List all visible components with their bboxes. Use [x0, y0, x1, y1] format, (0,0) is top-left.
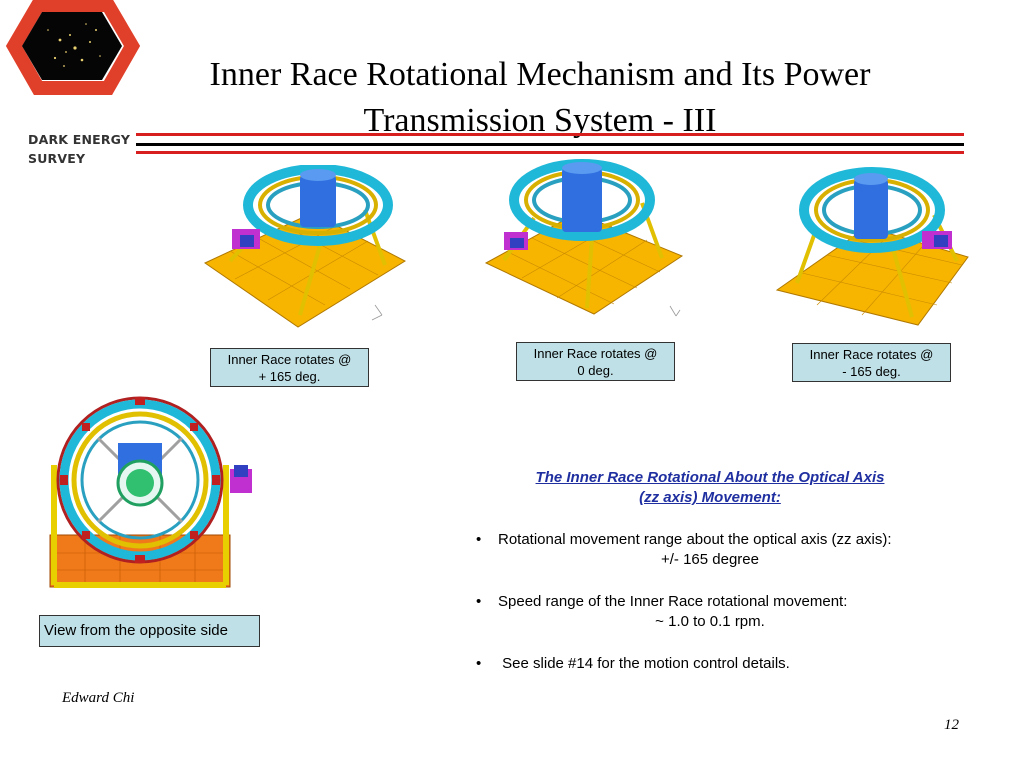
page-number: 12: [944, 717, 959, 733]
opposite-view-label: View from the opposite side: [39, 615, 260, 647]
caption-minus165: Inner Race rotates @- 165 deg.: [792, 343, 951, 382]
slide-title: Inner Race Rotational Mechanism and Its …: [209, 56, 871, 139]
caption-zero: Inner Race rotates @0 deg.: [516, 342, 675, 381]
bullet-item: • Speed range of the Inner Race rotation…: [476, 593, 848, 630]
footer-author: Edward Chi: [62, 690, 135, 706]
section-heading: The Inner Race Rotational About the Opti…: [535, 469, 885, 506]
bullet-item: • Rotational movement range about the op…: [476, 531, 892, 568]
telescope-front-view-icon: [49, 396, 252, 588]
logo-wordmark: DARK ENERGY SURVEY: [28, 132, 131, 166]
telescope-render-minus165-icon: [775, 167, 969, 326]
title-rule-black: [136, 143, 964, 146]
dark-energy-survey-logo: [5, 0, 140, 95]
bullet-item: • See slide #14 for the motion control d…: [476, 655, 790, 672]
telescope-render-plus165-icon: [203, 165, 407, 328]
title-rule-red-bottom: [136, 151, 964, 154]
caption-plus165: Inner Race rotates @+ 165 deg.: [210, 348, 369, 387]
title-rule-red-top: [136, 133, 964, 136]
telescope-render-zero-icon: [484, 159, 684, 317]
movement-description: The Inner Race Rotational About the Opti…: [460, 468, 960, 674]
